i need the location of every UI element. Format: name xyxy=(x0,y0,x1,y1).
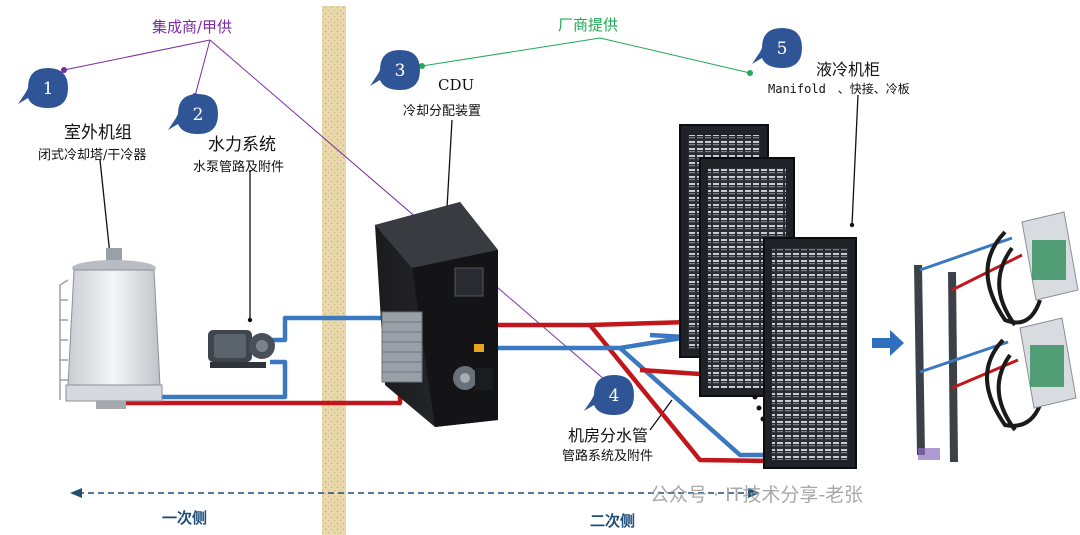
badge-1: 1 xyxy=(18,68,68,108)
pointer-dot-5 xyxy=(849,222,855,228)
detail-arrow xyxy=(872,330,904,356)
cooling-tower xyxy=(59,248,163,409)
side-arrow xyxy=(70,488,760,498)
server-racks xyxy=(679,124,857,469)
component-5-subtitle: Manifold 、快接、冷板 xyxy=(768,82,910,96)
badge-3: 3 xyxy=(370,50,420,90)
badge-2: 2 xyxy=(168,94,218,134)
svg-text:3: 3 xyxy=(395,61,406,81)
integrator-dot-1 xyxy=(61,67,67,73)
vendor-dot-5 xyxy=(747,70,753,76)
vendor-dot-3 xyxy=(419,63,425,69)
component-5-title: 液冷机柜 xyxy=(816,60,881,79)
svg-text:5: 5 xyxy=(777,39,788,59)
secondary-side-label: 二次侧 xyxy=(590,512,636,530)
component-2-title: 水力系统 xyxy=(208,135,276,155)
svg-text:1: 1 xyxy=(43,79,54,99)
water-pump xyxy=(208,330,275,368)
wall-divider xyxy=(322,6,346,535)
manifold-detail xyxy=(914,211,1079,462)
component-4-title: 机房分水管 xyxy=(568,426,649,445)
component-3-subtitle: 冷却分配装置 xyxy=(403,104,482,119)
watermark: 公众号 · IT技术分享-老张 xyxy=(650,484,864,506)
component-1-subtitle: 闭式冷却塔/干冷器 xyxy=(38,148,147,163)
component-4-subtitle: 管路系统及附件 xyxy=(562,449,654,464)
badge-5: 5 xyxy=(752,28,802,68)
component-3-title: CDU xyxy=(438,76,475,94)
vendor-lines xyxy=(421,37,751,74)
component-1-title: 室外机组 xyxy=(64,123,132,143)
pointer-dot-2 xyxy=(247,317,253,323)
cdu-cabinet xyxy=(375,202,498,427)
badge-4: 4 xyxy=(584,375,634,415)
vendor-label: 厂商提供 xyxy=(558,16,619,34)
svg-text:4: 4 xyxy=(609,386,620,406)
primary-cold-pipe xyxy=(118,315,392,400)
integrator-label: 集成商/甲供 xyxy=(152,18,233,36)
primary-side-label: 一次侧 xyxy=(162,509,208,527)
component-2-subtitle: 水泵管路及附件 xyxy=(193,160,285,175)
pointer-lines xyxy=(99,94,859,431)
svg-text:2: 2 xyxy=(193,105,204,125)
